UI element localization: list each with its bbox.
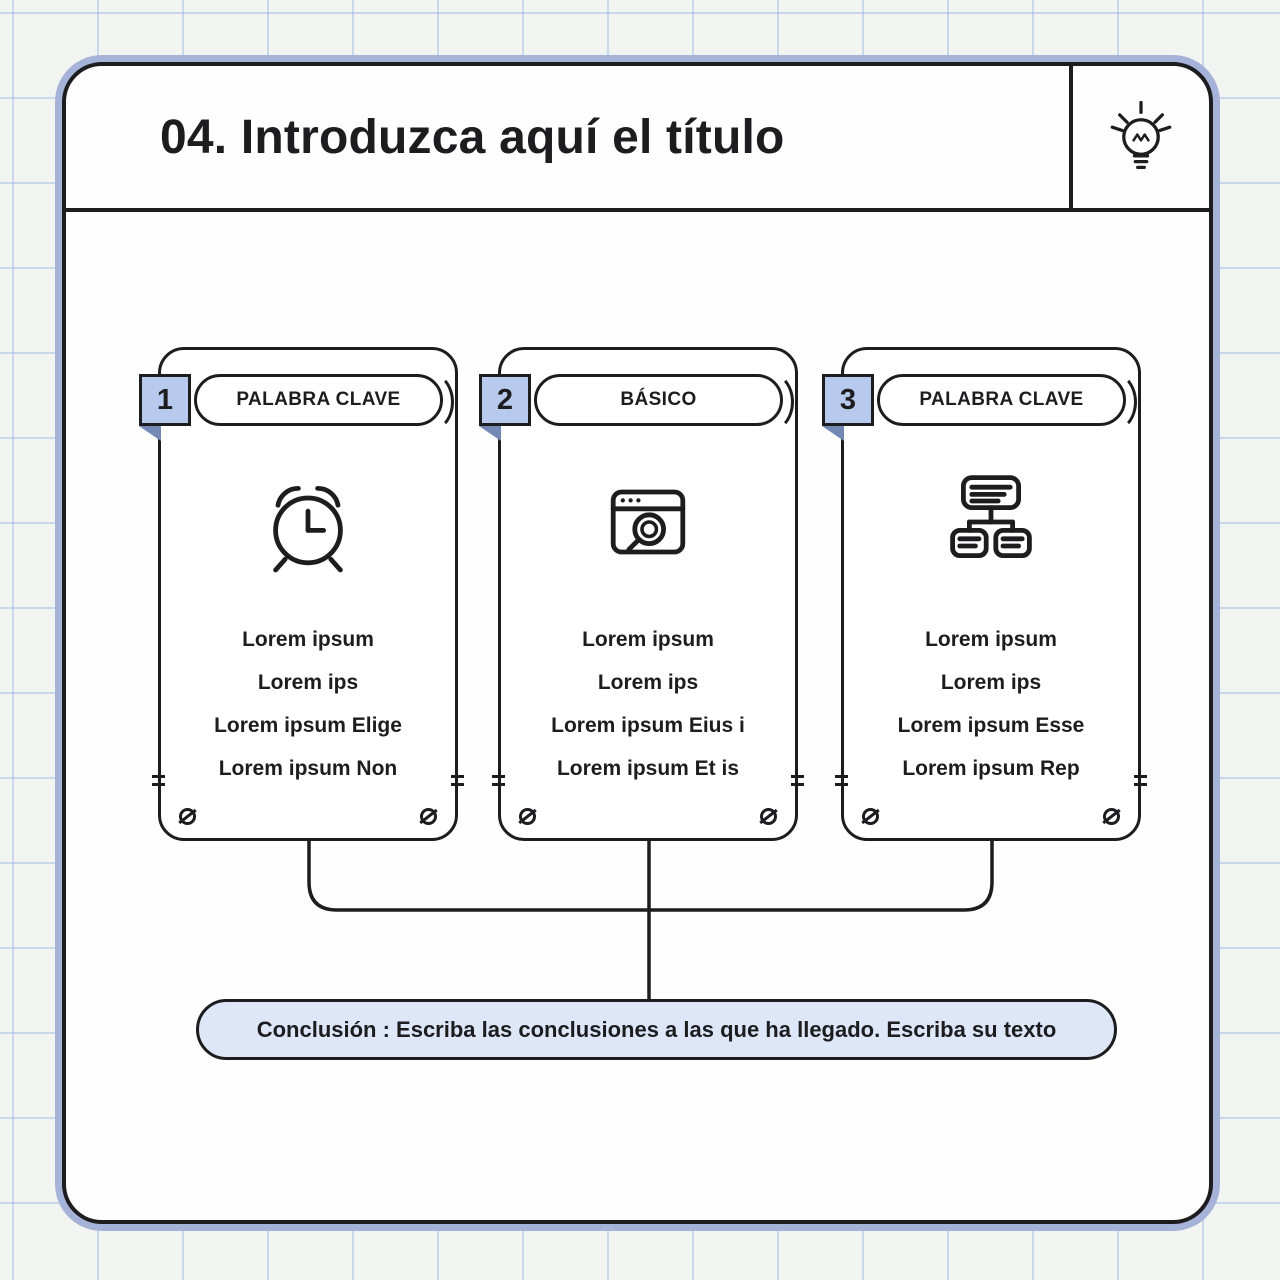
ribbon-fold [822, 426, 844, 441]
card-text-line: Lorem ips [257, 671, 359, 694]
card-text-line: Lorem ipsum Non [218, 757, 398, 780]
card-text-line: Lorem ipsum Elige [214, 714, 402, 737]
stitch-mark [451, 775, 464, 786]
info-card: 1 PALABRA CLAVE Lorem ipsum Lorem ips Lo… [139, 347, 464, 841]
card-tab: 2 BÁSICO [479, 372, 794, 432]
info-card: 2 BÁSICO Lorem ipsum Lorem ips Lorem ips… [479, 347, 804, 841]
card-tab: 1 PALABRA CLAVE [139, 372, 454, 432]
card-icon-wrap [588, 462, 708, 582]
card-text-block: Lorem ipsum Lorem ips Lorem ipsum Eius i… [509, 618, 787, 790]
stitch-mark [492, 775, 505, 786]
card-label: PALABRA CLAVE [877, 372, 1137, 432]
stitch-mark [1134, 775, 1147, 786]
card-text-line: Lorem ipsum Esse [897, 714, 1085, 737]
screw-icon [1103, 808, 1120, 825]
card-tab: 3 PALABRA CLAVE [822, 372, 1137, 432]
conclusion-text: Conclusión : Escriba las conclusiones a … [256, 1016, 1057, 1042]
connector-lines [307, 836, 994, 1002]
card-icon-wrap [248, 462, 368, 582]
card-icon-wrap [931, 462, 1051, 582]
card-text-line: Lorem ips [597, 671, 699, 694]
card-text-line: Lorem ipsum [242, 628, 374, 651]
card-label: BÁSICO [534, 372, 794, 432]
screw-icon [519, 808, 536, 825]
card-number-badge: 2 [479, 374, 531, 426]
sitemap-icon [950, 475, 1032, 558]
card-text-line: Lorem ipsum Rep [902, 757, 1080, 780]
card-text-line: Lorem ips [940, 671, 1042, 694]
conclusion-banner: Conclusión : Escriba las conclusiones a … [196, 999, 1117, 1060]
page-title: 04. Introduzca aquí el título [160, 110, 785, 164]
title-area: 04. Introduzca aquí el título [66, 66, 1069, 208]
stitch-mark [835, 775, 848, 786]
header: 04. Introduzca aquí el título [66, 66, 1209, 212]
slide-frame: 04. Introduzca aquí el título 1 [62, 62, 1213, 1224]
stitch-mark [152, 775, 165, 786]
info-card: 3 PALABRA CLAVE Lorem ipsum [822, 347, 1147, 841]
screw-icon [862, 808, 879, 825]
stitch-mark [791, 775, 804, 786]
card-text-line: Lorem ipsum [925, 628, 1057, 651]
card-text-line: Lorem ipsum Et is [556, 757, 740, 780]
screw-icon [420, 808, 437, 825]
screw-icon [760, 808, 777, 825]
alarm-clock-icon [273, 485, 343, 573]
card-text-line: Lorem ipsum Eius i [551, 714, 745, 737]
ribbon-fold [479, 426, 501, 441]
card-number-badge: 1 [139, 374, 191, 426]
browser-search-icon [610, 489, 686, 555]
card-text-block: Lorem ipsum Lorem ips Lorem ipsum Elige … [169, 618, 447, 790]
header-icon-box [1069, 66, 1209, 208]
screw-icon [179, 808, 196, 825]
card-label: PALABRA CLAVE [194, 372, 454, 432]
ribbon-fold [139, 426, 161, 441]
lightbulb-icon [1110, 100, 1172, 169]
card-text-block: Lorem ipsum Lorem ips Lorem ipsum Esse L… [852, 618, 1130, 790]
card-number-badge: 3 [822, 374, 874, 426]
card-text-line: Lorem ipsum [582, 628, 714, 651]
